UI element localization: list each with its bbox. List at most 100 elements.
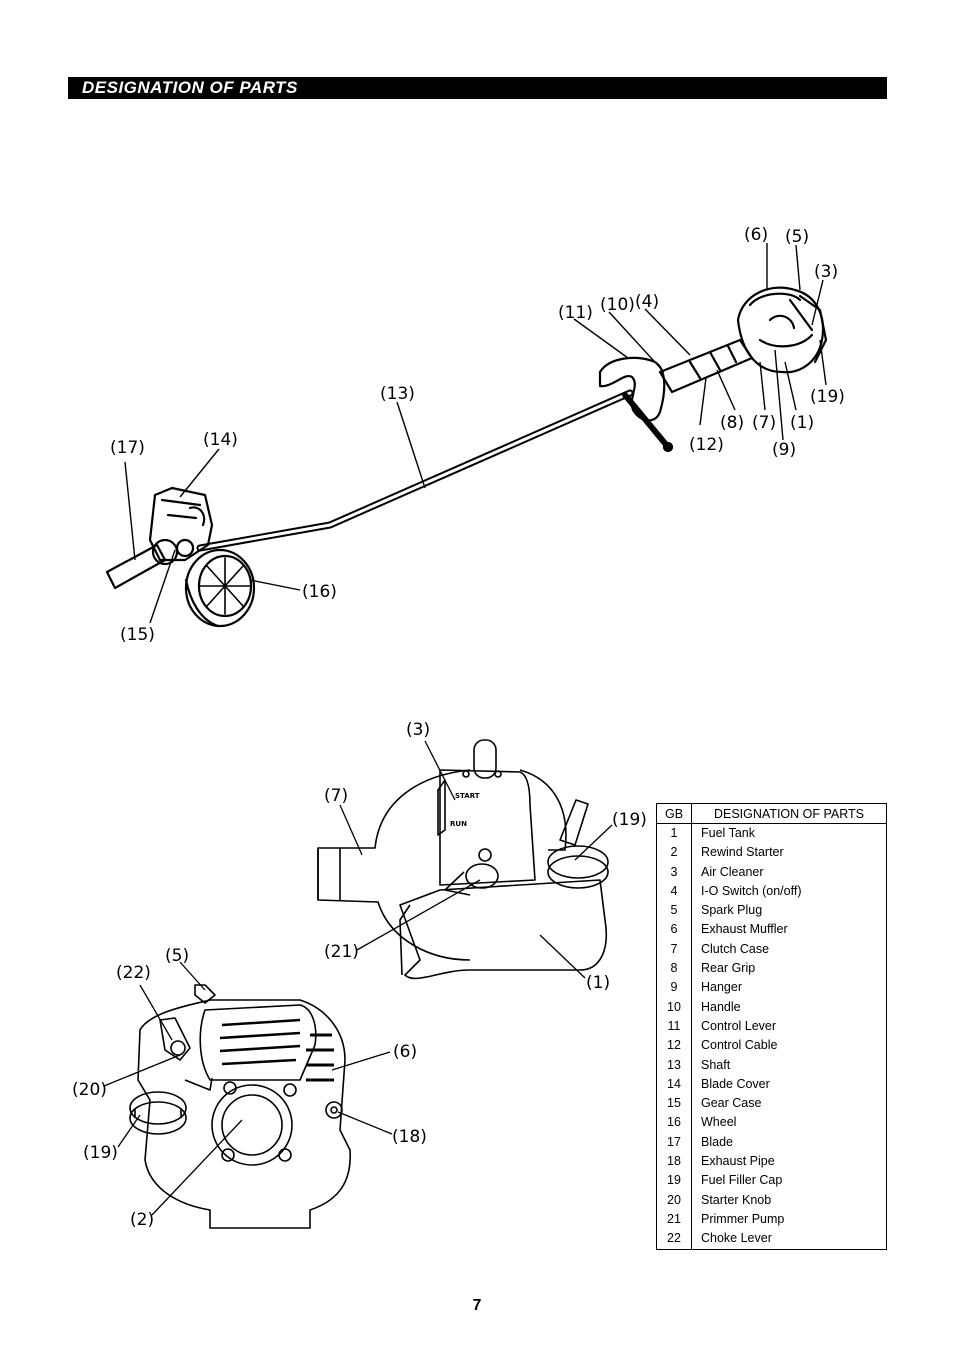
part-number: 13 bbox=[656, 1055, 692, 1075]
part-number: 1 bbox=[656, 823, 692, 844]
table-header-designation: DESIGNATION OF PARTS bbox=[691, 803, 887, 824]
part-number: 4 bbox=[656, 881, 692, 902]
callout-19c: (19) bbox=[83, 1143, 118, 1163]
callout-9: (10) bbox=[600, 295, 635, 315]
callout-2: (2) bbox=[130, 1210, 154, 1230]
callout-3b: (3) bbox=[406, 720, 430, 740]
callout-13: (13) bbox=[380, 384, 415, 404]
part-number: 11 bbox=[656, 1016, 692, 1037]
part-name: Hanger bbox=[691, 978, 887, 998]
callout-22: (22) bbox=[116, 963, 151, 983]
part-number: 17 bbox=[656, 1132, 692, 1153]
figure2-leader-lines bbox=[103, 740, 613, 1216]
callout-15: (15) bbox=[120, 625, 155, 645]
edger-diagram bbox=[105, 286, 828, 628]
part-name: I-O Switch (on/off) bbox=[691, 881, 887, 902]
callout-20: (20) bbox=[72, 1080, 107, 1100]
part-number: 16 bbox=[656, 1113, 692, 1133]
svg-text:START: START bbox=[455, 792, 480, 800]
handle-drawing bbox=[598, 356, 666, 422]
part-name: Clutch Case bbox=[691, 939, 887, 960]
callout-17: (17) bbox=[110, 438, 145, 458]
svg-text:RUN: RUN bbox=[450, 820, 467, 828]
part-number: 8 bbox=[656, 959, 692, 979]
rewind-starter-drawing bbox=[211, 1084, 293, 1166]
part-name: Handle bbox=[691, 997, 887, 1017]
air-cleaner-drawing bbox=[439, 769, 536, 886]
callout-5: (5) bbox=[785, 227, 809, 247]
callout-1: (1) bbox=[790, 413, 814, 433]
callout-16: (16) bbox=[302, 582, 337, 602]
callout-8: (8) bbox=[720, 413, 744, 433]
callout-7b: (7) bbox=[324, 786, 348, 806]
callout-6: (6) bbox=[744, 225, 768, 245]
callout-19b: (19) bbox=[612, 810, 647, 830]
callout-4: (4) bbox=[635, 292, 659, 312]
part-number: 2 bbox=[656, 843, 692, 863]
part-number: 3 bbox=[656, 862, 692, 882]
callout-18: (18) bbox=[392, 1127, 427, 1147]
wheel-drawing bbox=[184, 548, 256, 628]
part-number: 20 bbox=[656, 1190, 692, 1210]
rear-grip-drawing bbox=[658, 338, 754, 394]
part-name: Shaft bbox=[691, 1055, 887, 1075]
engine-rear-diagram bbox=[129, 984, 351, 1229]
table-header-row: GB DESIGNATION OF PARTS bbox=[656, 803, 887, 824]
part-name: Rear Grip bbox=[691, 959, 887, 979]
callout-5b: (5) bbox=[165, 946, 189, 966]
part-name: Fuel Tank bbox=[691, 823, 887, 844]
part-name: Spark Plug bbox=[691, 901, 887, 921]
part-number: 21 bbox=[656, 1209, 692, 1230]
primer-pump-drawing bbox=[465, 863, 499, 889]
part-name: Blade bbox=[691, 1132, 887, 1153]
callout-7: (7) bbox=[752, 413, 776, 433]
callout-11: (12) bbox=[689, 435, 724, 455]
callout-6b: (6) bbox=[393, 1042, 417, 1062]
shaft-drawing bbox=[196, 389, 634, 552]
callout-21: (21) bbox=[324, 942, 359, 962]
part-number: 10 bbox=[656, 997, 692, 1017]
part-number: 5 bbox=[656, 901, 692, 921]
part-name: Primmer Pump bbox=[691, 1209, 887, 1230]
part-name: Fuel Filler Cap bbox=[691, 1171, 887, 1191]
part-name: Control Cable bbox=[691, 1036, 887, 1056]
part-name: Air Cleaner bbox=[691, 862, 887, 882]
part-number: 12 bbox=[656, 1036, 692, 1056]
part-name: Exhaust Pipe bbox=[691, 1152, 887, 1172]
table-header-gb: GB bbox=[656, 803, 692, 824]
part-number: 22 bbox=[656, 1229, 692, 1250]
callout-12: (9) bbox=[772, 440, 796, 460]
blade-drawing bbox=[105, 543, 167, 590]
callout-3: (3) bbox=[814, 262, 838, 282]
part-name: Choke Lever bbox=[691, 1229, 887, 1250]
exhaust-pipe-drawing bbox=[325, 1101, 343, 1119]
part-name: Control Lever bbox=[691, 1016, 887, 1037]
part-number: 19 bbox=[656, 1171, 692, 1191]
part-name: Wheel bbox=[691, 1113, 887, 1133]
callout-1b: (1) bbox=[586, 973, 610, 993]
part-number: 9 bbox=[656, 978, 692, 998]
part-name: Rewind Starter bbox=[691, 843, 887, 863]
section-title-bar: DESIGNATION OF PARTS bbox=[68, 77, 887, 99]
page-number: 7 bbox=[472, 1297, 482, 1314]
figure2-callouts: (3) (7) (19) (21) (1) (5) (22) (6) (20) … bbox=[72, 720, 647, 1230]
part-name: Starter Knob bbox=[691, 1190, 887, 1210]
